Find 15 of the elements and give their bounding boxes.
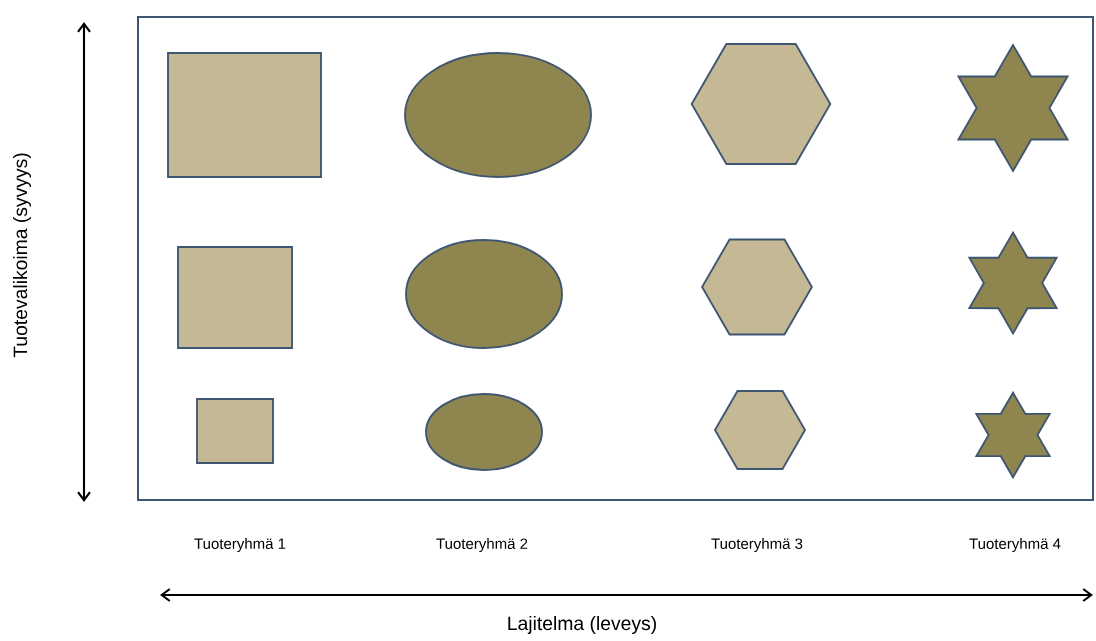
hexagon-shape: [690, 43, 832, 165]
axis-label: Tuoteryhmä 4: [969, 538, 1061, 552]
frame-box: [137, 16, 1094, 501]
hexagon-shape: [701, 238, 813, 336]
rectangle-shape: [196, 398, 274, 464]
axis-label: Lajitelma (leveys): [508, 616, 656, 634]
axis-label: Tuoteryhmä 1: [194, 538, 286, 552]
rectangle-shape: [167, 52, 322, 178]
axis-label: Tuotevalikoima (syvyys): [13, 153, 31, 358]
ellipse-shape: [405, 239, 563, 349]
ellipse-shape: [404, 52, 592, 178]
axis-label: Tuoteryhmä 2: [436, 538, 528, 552]
ellipse-shape: [425, 393, 543, 471]
axis-label: Tuoteryhmä 3: [711, 538, 803, 552]
rectangle-shape: [177, 246, 293, 349]
